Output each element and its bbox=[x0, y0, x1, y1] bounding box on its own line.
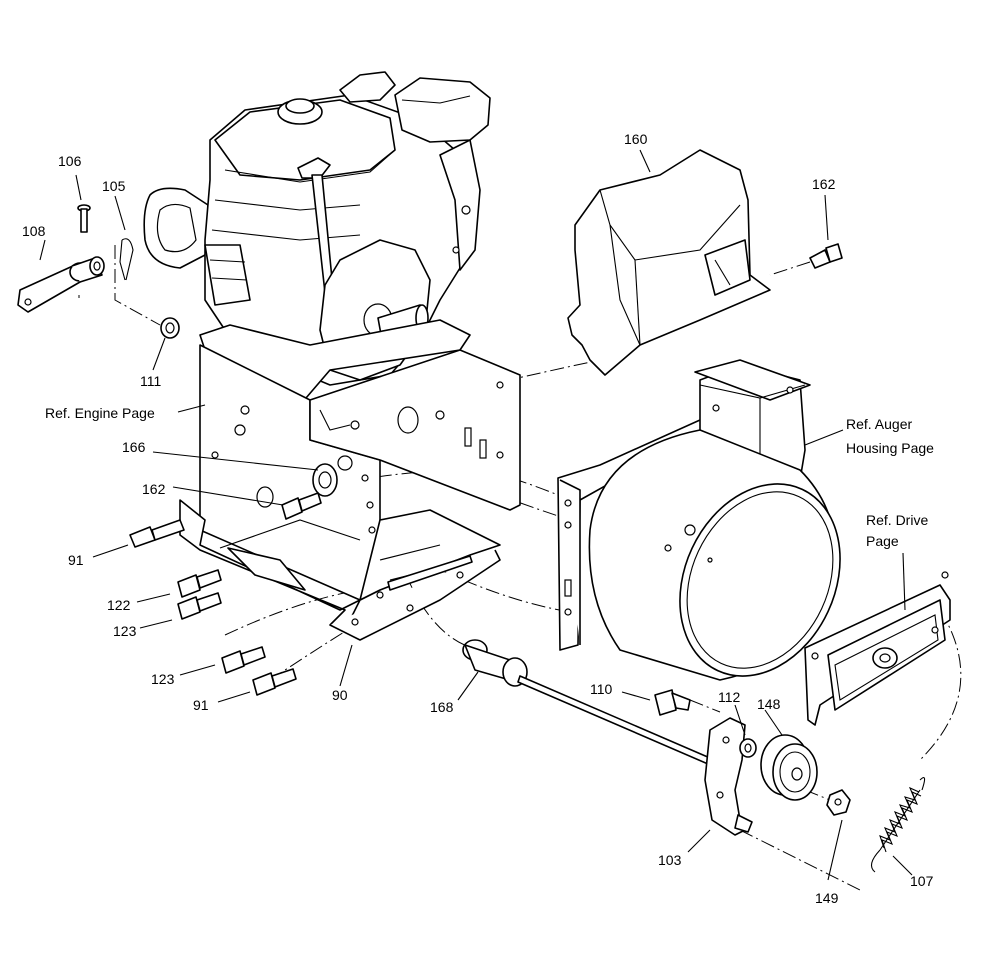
label-160: 160 bbox=[624, 131, 648, 147]
label-111: 111 bbox=[140, 373, 161, 389]
label-162-top: 162 bbox=[812, 176, 836, 192]
leader-lines bbox=[39, 149, 913, 881]
engine-assembly bbox=[143, 71, 491, 386]
label-148: 148 bbox=[757, 696, 781, 712]
bolt-123-lower bbox=[221, 646, 266, 674]
nut-149 bbox=[826, 789, 851, 816]
label-166: 166 bbox=[122, 439, 146, 455]
idler-arm-103 bbox=[704, 717, 753, 836]
bolt-110 bbox=[654, 689, 691, 716]
pin-and-clip-parts bbox=[17, 204, 180, 339]
label-91-lower: 91 bbox=[193, 697, 209, 713]
label-123-upper: 123 bbox=[113, 623, 137, 639]
label-122: 122 bbox=[107, 597, 131, 613]
label-90: 90 bbox=[332, 687, 348, 703]
label-107: 107 bbox=[910, 873, 934, 889]
label-91-upper: 91 bbox=[68, 552, 84, 568]
label-112: 112 bbox=[718, 689, 741, 705]
washer-112 bbox=[739, 738, 757, 758]
bolt-set bbox=[129, 492, 322, 696]
label-ref-auger-line1: Ref. Auger bbox=[846, 416, 912, 432]
frame-assembly bbox=[179, 319, 521, 641]
label-162-mid: 162 bbox=[142, 481, 166, 497]
bolt-162-top bbox=[809, 243, 843, 269]
label-ref-drive-line1: Ref. Drive bbox=[866, 512, 928, 528]
label-ref-auger-line2: Housing Page bbox=[846, 440, 934, 456]
label-123-lower: 123 bbox=[151, 671, 175, 687]
label-149: 149 bbox=[815, 890, 839, 906]
cover-160 bbox=[567, 149, 771, 376]
bolt-91-lower bbox=[252, 668, 297, 696]
label-105: 105 bbox=[102, 178, 126, 194]
bolt-123-upper bbox=[177, 592, 222, 620]
label-103: 103 bbox=[658, 852, 682, 868]
label-168: 168 bbox=[430, 699, 454, 715]
label-108: 108 bbox=[22, 223, 46, 239]
drive-plate bbox=[804, 571, 951, 726]
label-ref-drive-line2: Page bbox=[866, 533, 899, 549]
label-110: 110 bbox=[590, 681, 613, 697]
spring-107 bbox=[870, 777, 926, 873]
pulley-148 bbox=[760, 734, 818, 801]
bolt-122 bbox=[177, 569, 222, 598]
auger-housing bbox=[557, 359, 841, 681]
label-ref-engine-page: Ref. Engine Page bbox=[45, 405, 155, 421]
bolt-91-upper bbox=[129, 519, 185, 548]
bolt-162-mid bbox=[281, 492, 322, 520]
part-labels: 106 105 108 111 160 162 Ref. Engine Page… bbox=[22, 131, 934, 906]
shaft-rod bbox=[517, 675, 711, 765]
label-106: 106 bbox=[58, 153, 82, 169]
